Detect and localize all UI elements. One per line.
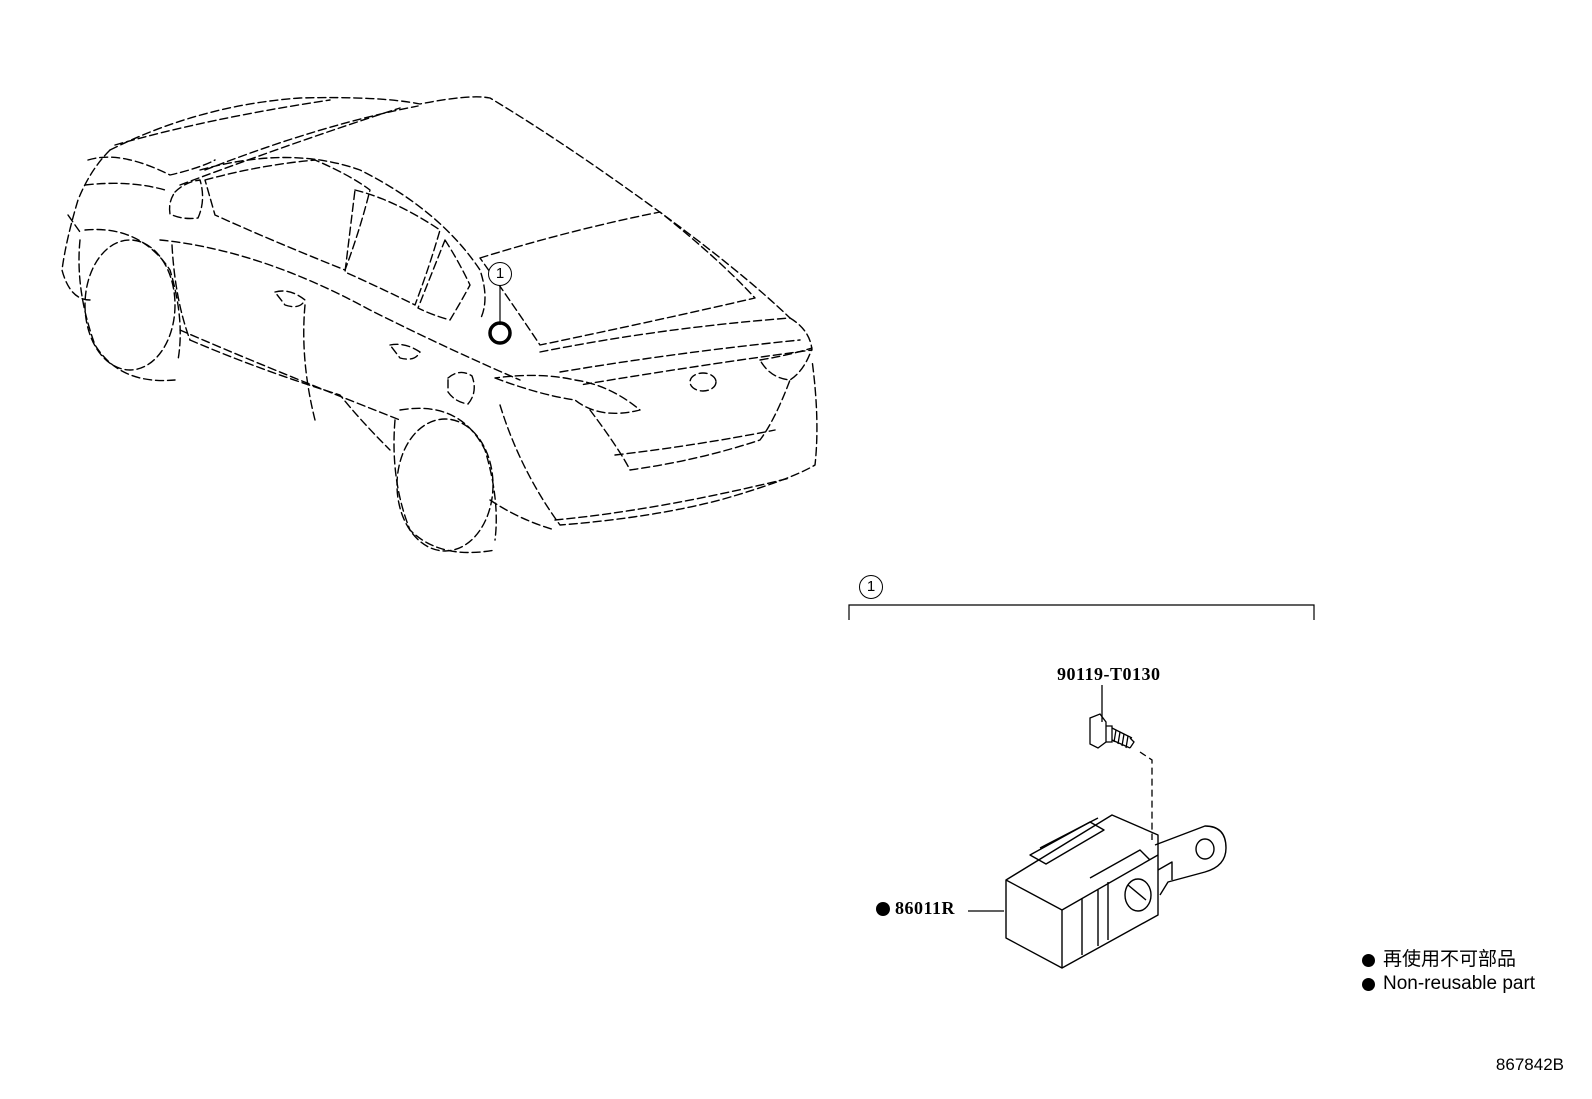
vehicle-illustration (61, 96, 818, 554)
diagram-reference-id: 867842B (1495, 1055, 1564, 1074)
group-bracket (848, 604, 1315, 620)
module-part-number: 86011R (895, 898, 956, 918)
legend: 再使用不可部品 Non-reusable part (1362, 948, 1535, 996)
non-reusable-dot-icon (876, 902, 890, 916)
bolt-part-number: 90119-T0130 (1057, 664, 1161, 684)
vehicle-callout (488, 280, 512, 345)
legend-label-jp: 再使用不可部品 (1383, 949, 1517, 970)
module-illustration (1005, 814, 1227, 969)
vehicle-callout-number: 1 (488, 262, 512, 286)
bullet-icon (1362, 977, 1375, 991)
bolt-illustration (1089, 685, 1153, 840)
legend-row-en: Non-reusable part (1362, 972, 1535, 996)
legend-row-jp: 再使用不可部品 (1362, 948, 1535, 972)
group-callout-number: 1 (859, 575, 883, 599)
legend-label-en: Non-reusable part (1383, 973, 1536, 994)
bullet-icon (1362, 953, 1375, 967)
location-marker-icon (488, 321, 512, 345)
